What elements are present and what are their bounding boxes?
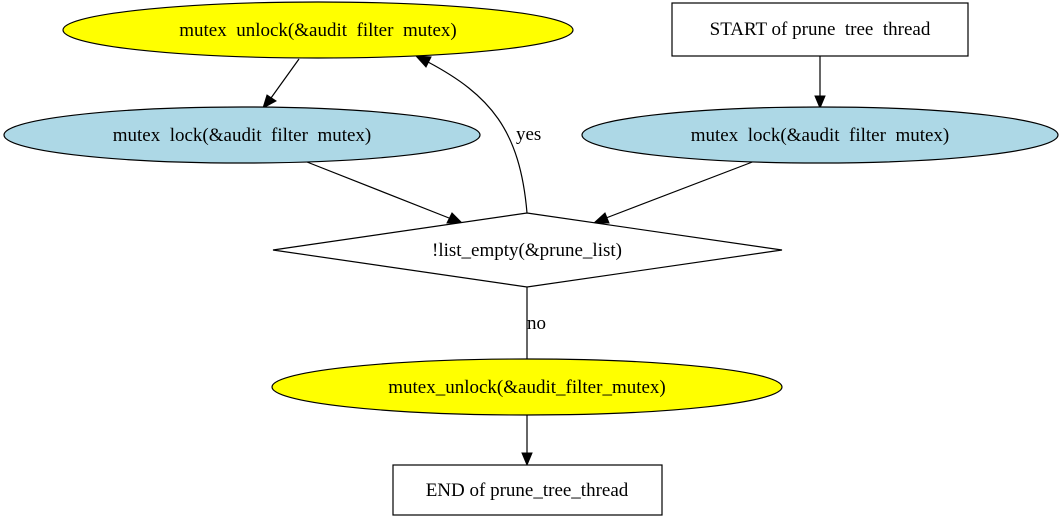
node-unlock-top[interactable]: mutex unlock(&audit filter mutex) [62, 1, 574, 59]
node-decision[interactable]: !list_empty(&prune_list) [272, 212, 783, 288]
node-decision-label: !list_empty(&prune_list) [432, 240, 622, 261]
start-box-shape [671, 2, 969, 57]
node-unlock-top-label: mutex unlock(&audit filter mutex) [179, 20, 457, 41]
edge-decision-to-unlock-top: yes [414, 55, 541, 214]
node-lock-left-label: mutex lock(&audit filter mutex) [113, 125, 372, 146]
node-start[interactable]: START of prune tree thread [671, 2, 969, 57]
decision-diamond-shape [272, 212, 783, 288]
edge-lock-left-to-decision [306, 161, 464, 224]
edge-lock-right-to-decision [592, 160, 756, 224]
node-lock-right-label: mutex lock(&audit filter mutex) [691, 125, 950, 146]
edge-unlock-top-to-lock-left [262, 58, 300, 110]
edge-start-to-lock-right [814, 56, 826, 110]
node-lock-left[interactable]: mutex lock(&audit filter mutex) [3, 106, 481, 164]
lock-left-ellipse-shape [3, 106, 481, 164]
node-unlock-bottom-label: mutex_unlock(&audit_filter_mutex) [388, 377, 666, 398]
node-lock-right[interactable]: mutex lock(&audit filter mutex) [581, 106, 1059, 164]
node-start-label: START of prune tree thread [710, 19, 931, 40]
node-unlock-bottom[interactable]: mutex_unlock(&audit_filter_mutex) [271, 358, 783, 416]
edge-label-yes: yes [516, 124, 541, 145]
edge-unlock-bottom-to-end [521, 415, 533, 467]
edges: yes no [262, 55, 826, 467]
node-end[interactable]: END of prune_tree_thread [392, 464, 663, 516]
unlock-top-ellipse-shape [62, 1, 574, 59]
node-end-label: END of prune_tree_thread [426, 480, 629, 501]
unlock-bottom-ellipse-shape [271, 358, 783, 416]
lock-right-ellipse-shape [581, 106, 1059, 164]
nodes: START of prune tree thread mutex unlock(… [3, 1, 1059, 516]
edge-label-no: no [527, 313, 546, 334]
end-box-shape [392, 464, 663, 516]
